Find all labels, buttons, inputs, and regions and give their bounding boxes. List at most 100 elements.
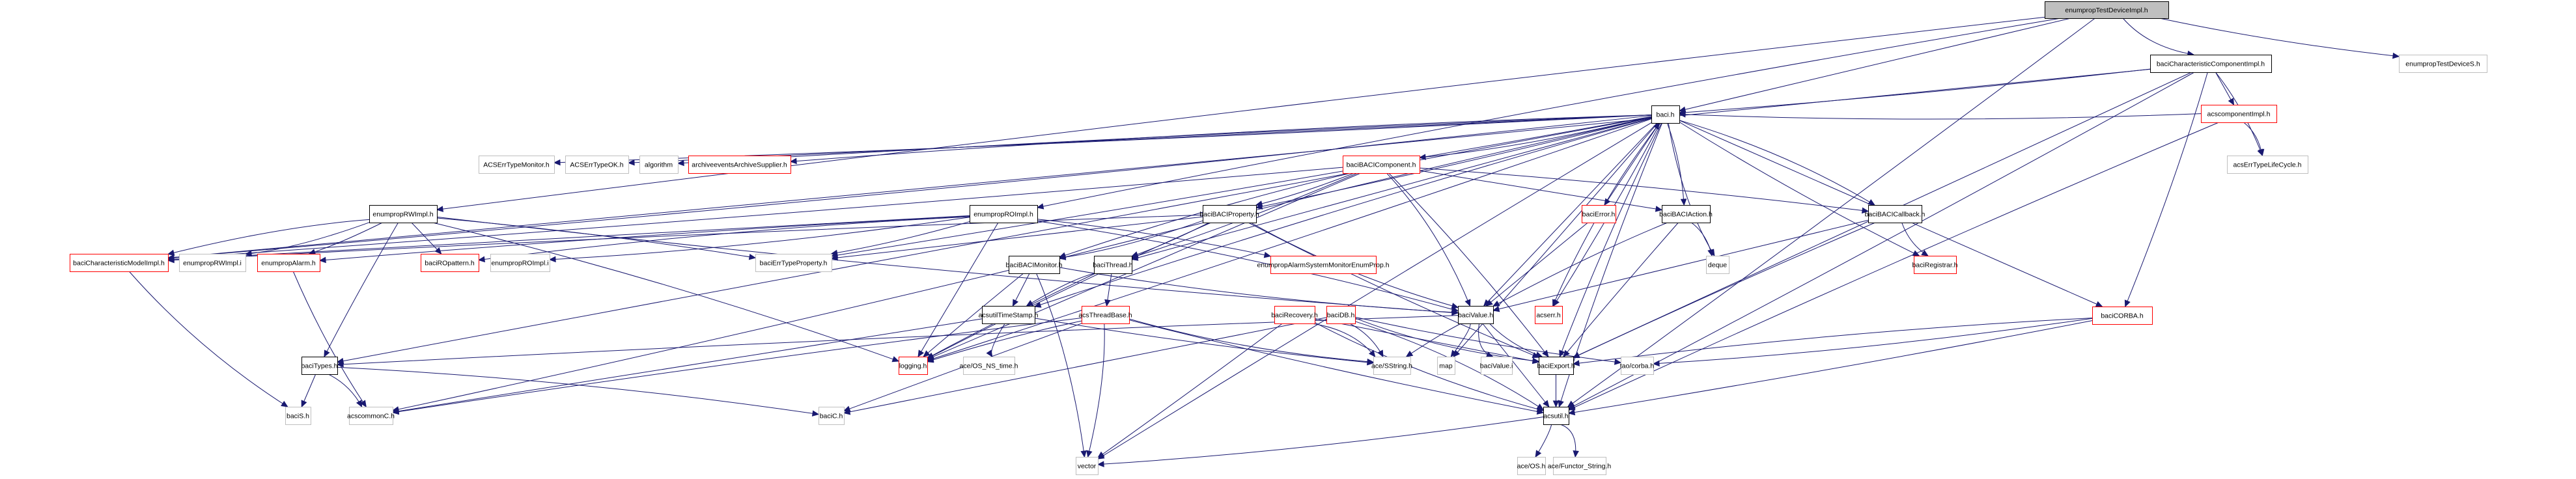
node-enumprop-alarm-system-monitor-enum-prop-h[interactable]: enumpropAlarmSystemMonitorEnumProp.h <box>1257 256 1390 274</box>
node-vector: vector <box>1076 457 1099 475</box>
edge-baci-bacicomponent-to-logging <box>927 172 1361 360</box>
node-enumprop-roimpl-h[interactable]: enumpropROImpl.h <box>970 205 1038 223</box>
node-acserr-h[interactable]: acserr.h <box>1535 306 1563 324</box>
node-label: enumpropROImpl.h <box>973 211 1033 219</box>
node-baci-error-h[interactable]: baciError.h <box>1582 205 1616 223</box>
node-label: baciValue.i <box>1480 363 1513 370</box>
arrowhead-icon <box>2392 52 2400 59</box>
node-baci-h[interactable]: baci.h <box>1651 105 1680 124</box>
node-box <box>1553 457 1606 475</box>
arrowhead-icon <box>1026 300 1034 307</box>
node-baci-export-h[interactable]: baciExport.h <box>1537 357 1575 375</box>
node-box <box>1535 306 1563 324</box>
arrowhead-icon <box>917 349 925 358</box>
node-enumprop-rwimpl-h[interactable]: enumpropRWImpl.h <box>369 205 438 223</box>
edge-baci-to-char-model-impl <box>167 115 1652 258</box>
edge-enumprop-roimpl-to-baci-value <box>1037 221 1459 312</box>
edge-enumprop-rwimpl-to-char-model-impl <box>167 219 370 255</box>
edge-baci-to-acsutil-time-stamp <box>1034 118 1652 307</box>
arrowhead-icon <box>1263 251 1272 258</box>
edge-baci-recovery-to-baci-export <box>1314 318 1539 363</box>
node-baci-characteristic-component-impl-h[interactable]: baciCharacteristicComponentImpl.h <box>2150 55 2272 73</box>
arrowhead-icon <box>843 409 851 415</box>
node-baci-value-h[interactable]: baciValue.h <box>1458 306 1494 324</box>
node-box <box>1082 306 1130 324</box>
arrowhead-icon <box>281 400 288 407</box>
node-label: acscomponentImpl.h <box>2207 111 2271 118</box>
node-label: acsThreadBase.h <box>1078 312 1132 320</box>
node-label: enumpropAlarm.h <box>261 260 316 267</box>
arrowhead-icon <box>926 357 934 363</box>
arrowhead-icon <box>1573 450 1579 458</box>
node-box <box>479 156 555 174</box>
node-label: baciTypes.h <box>301 363 337 370</box>
node-box <box>688 156 791 174</box>
edge-baci-value-to-ace-sstring <box>1406 323 1461 357</box>
edge-acscomponent-impl-to-acsutil <box>1568 122 2219 411</box>
node-enumprop-test-device-impl-h[interactable]: enumpropTestDeviceImpl.h <box>2045 1 2169 19</box>
node-label: baciBACIAction.h <box>1659 211 1713 219</box>
node-enumprop-alarm-h[interactable]: enumpropAlarm.h <box>257 254 320 272</box>
node-baci-db-h[interactable]: baciDB.h <box>1326 306 1356 324</box>
edge-baci-recovery-to-acsutil <box>1314 322 1544 411</box>
arrowhead-icon <box>1655 206 1663 212</box>
arrowhead-icon <box>2124 299 2131 308</box>
arrowhead-icon <box>553 159 561 166</box>
node-box <box>1651 105 1680 124</box>
node-tao-corba-h: tao/corba.h <box>1620 357 1654 375</box>
edge-baci-corba-to-baci-export <box>1573 318 2093 364</box>
edge-baci-bacicomponent-to-baci-value <box>1386 172 1470 307</box>
arrowhead-icon <box>1604 198 1611 206</box>
node-label: baciBACICallback.h <box>1865 211 1925 219</box>
edge-baci-to-baci-bacimonitor <box>1059 117 1652 259</box>
node-label: acsErrTypeLifeCycle.h <box>2233 161 2301 169</box>
arrowhead-icon <box>244 250 252 257</box>
node-baci-types-h[interactable]: baciTypes.h <box>301 357 338 375</box>
node-baci-characteristic-model-impl-h[interactable]: baciCharacteristicModelImpl.h <box>70 254 169 272</box>
node-baci-ropattern-h[interactable]: baciROpattern.h <box>421 254 479 272</box>
arrowhead-icon <box>1377 349 1384 358</box>
node-baci-baciaction-h[interactable]: baciBACIAction.h <box>1659 205 1713 223</box>
node-box <box>1582 205 1616 223</box>
node-archiveevents-archive-supplier-h[interactable]: archiveeventsArchiveSupplier.h <box>688 156 791 174</box>
arrowhead-icon <box>548 256 556 263</box>
node-label: enumpropRWImpl.h <box>372 211 433 219</box>
arrowhead-icon <box>1652 360 1660 367</box>
edge-baci-bacicallback-to-baci-value <box>1492 219 1869 311</box>
node-box <box>899 357 928 375</box>
node-baci-bacicomponent-h[interactable]: baciBACIComponent.h <box>1343 156 1420 174</box>
edge-baci-baciproperty-to-baci-export <box>1248 222 1539 358</box>
node-box <box>1270 256 1377 274</box>
node-baci-s-h: baciS.h <box>285 407 311 425</box>
arrowhead-icon <box>1451 303 1459 309</box>
node-baci-bacicallback-h[interactable]: baciBACICallback.h <box>1865 205 1925 223</box>
node-logging-h[interactable]: logging.h <box>899 357 928 375</box>
arrowhead-icon <box>436 206 444 212</box>
node-baci-thread-h[interactable]: baciThread.h <box>1093 256 1133 274</box>
node-label: baciError.h <box>1582 211 1616 219</box>
edge-baci-to-vector <box>1097 122 1652 459</box>
node-baci-baciproperty-h[interactable]: baciBACIProperty.h <box>1199 205 1259 223</box>
node-box <box>1437 357 1455 375</box>
node-box <box>2227 156 2308 174</box>
node-baci-corba-h[interactable]: baciCORBA.h <box>2092 307 2153 325</box>
node-acsutil-time-stamp-h[interactable]: acsutilTimeStamp.h <box>979 306 1039 324</box>
arrowhead-icon <box>923 350 931 357</box>
node-box <box>2092 307 2153 325</box>
node-enumprop-rwimpl-i: enumpropRWImpl.i <box>179 254 246 272</box>
arrowhead-icon <box>830 249 838 256</box>
node-acsutil-h[interactable]: acsutil.h <box>1543 407 1569 425</box>
node-baci-bacimonitor-h[interactable]: baciBACIMonitor.h <box>1006 256 1063 274</box>
arrowhead-icon <box>748 253 757 260</box>
node-label: enumpropTestDeviceImpl.h <box>2065 7 2148 14</box>
node-acscomponent-impl-h[interactable]: acscomponentImpl.h <box>2201 105 2277 123</box>
node-baci-registrar-h[interactable]: baciRegistrar.h <box>1912 256 1958 274</box>
edge-baci-types-to-acscommon-c <box>328 374 363 407</box>
node-acs-thread-base-h[interactable]: acsThreadBase.h <box>1078 306 1132 324</box>
edge-baci-bacicomponent-to-baci-export <box>1388 172 1549 357</box>
node-baci-recovery-h[interactable]: baciRecovery.h <box>1271 306 1318 324</box>
arrowhead-icon <box>391 408 400 415</box>
arrowhead-icon <box>1542 349 1549 357</box>
edge-baci-to-deque <box>1668 122 1715 256</box>
